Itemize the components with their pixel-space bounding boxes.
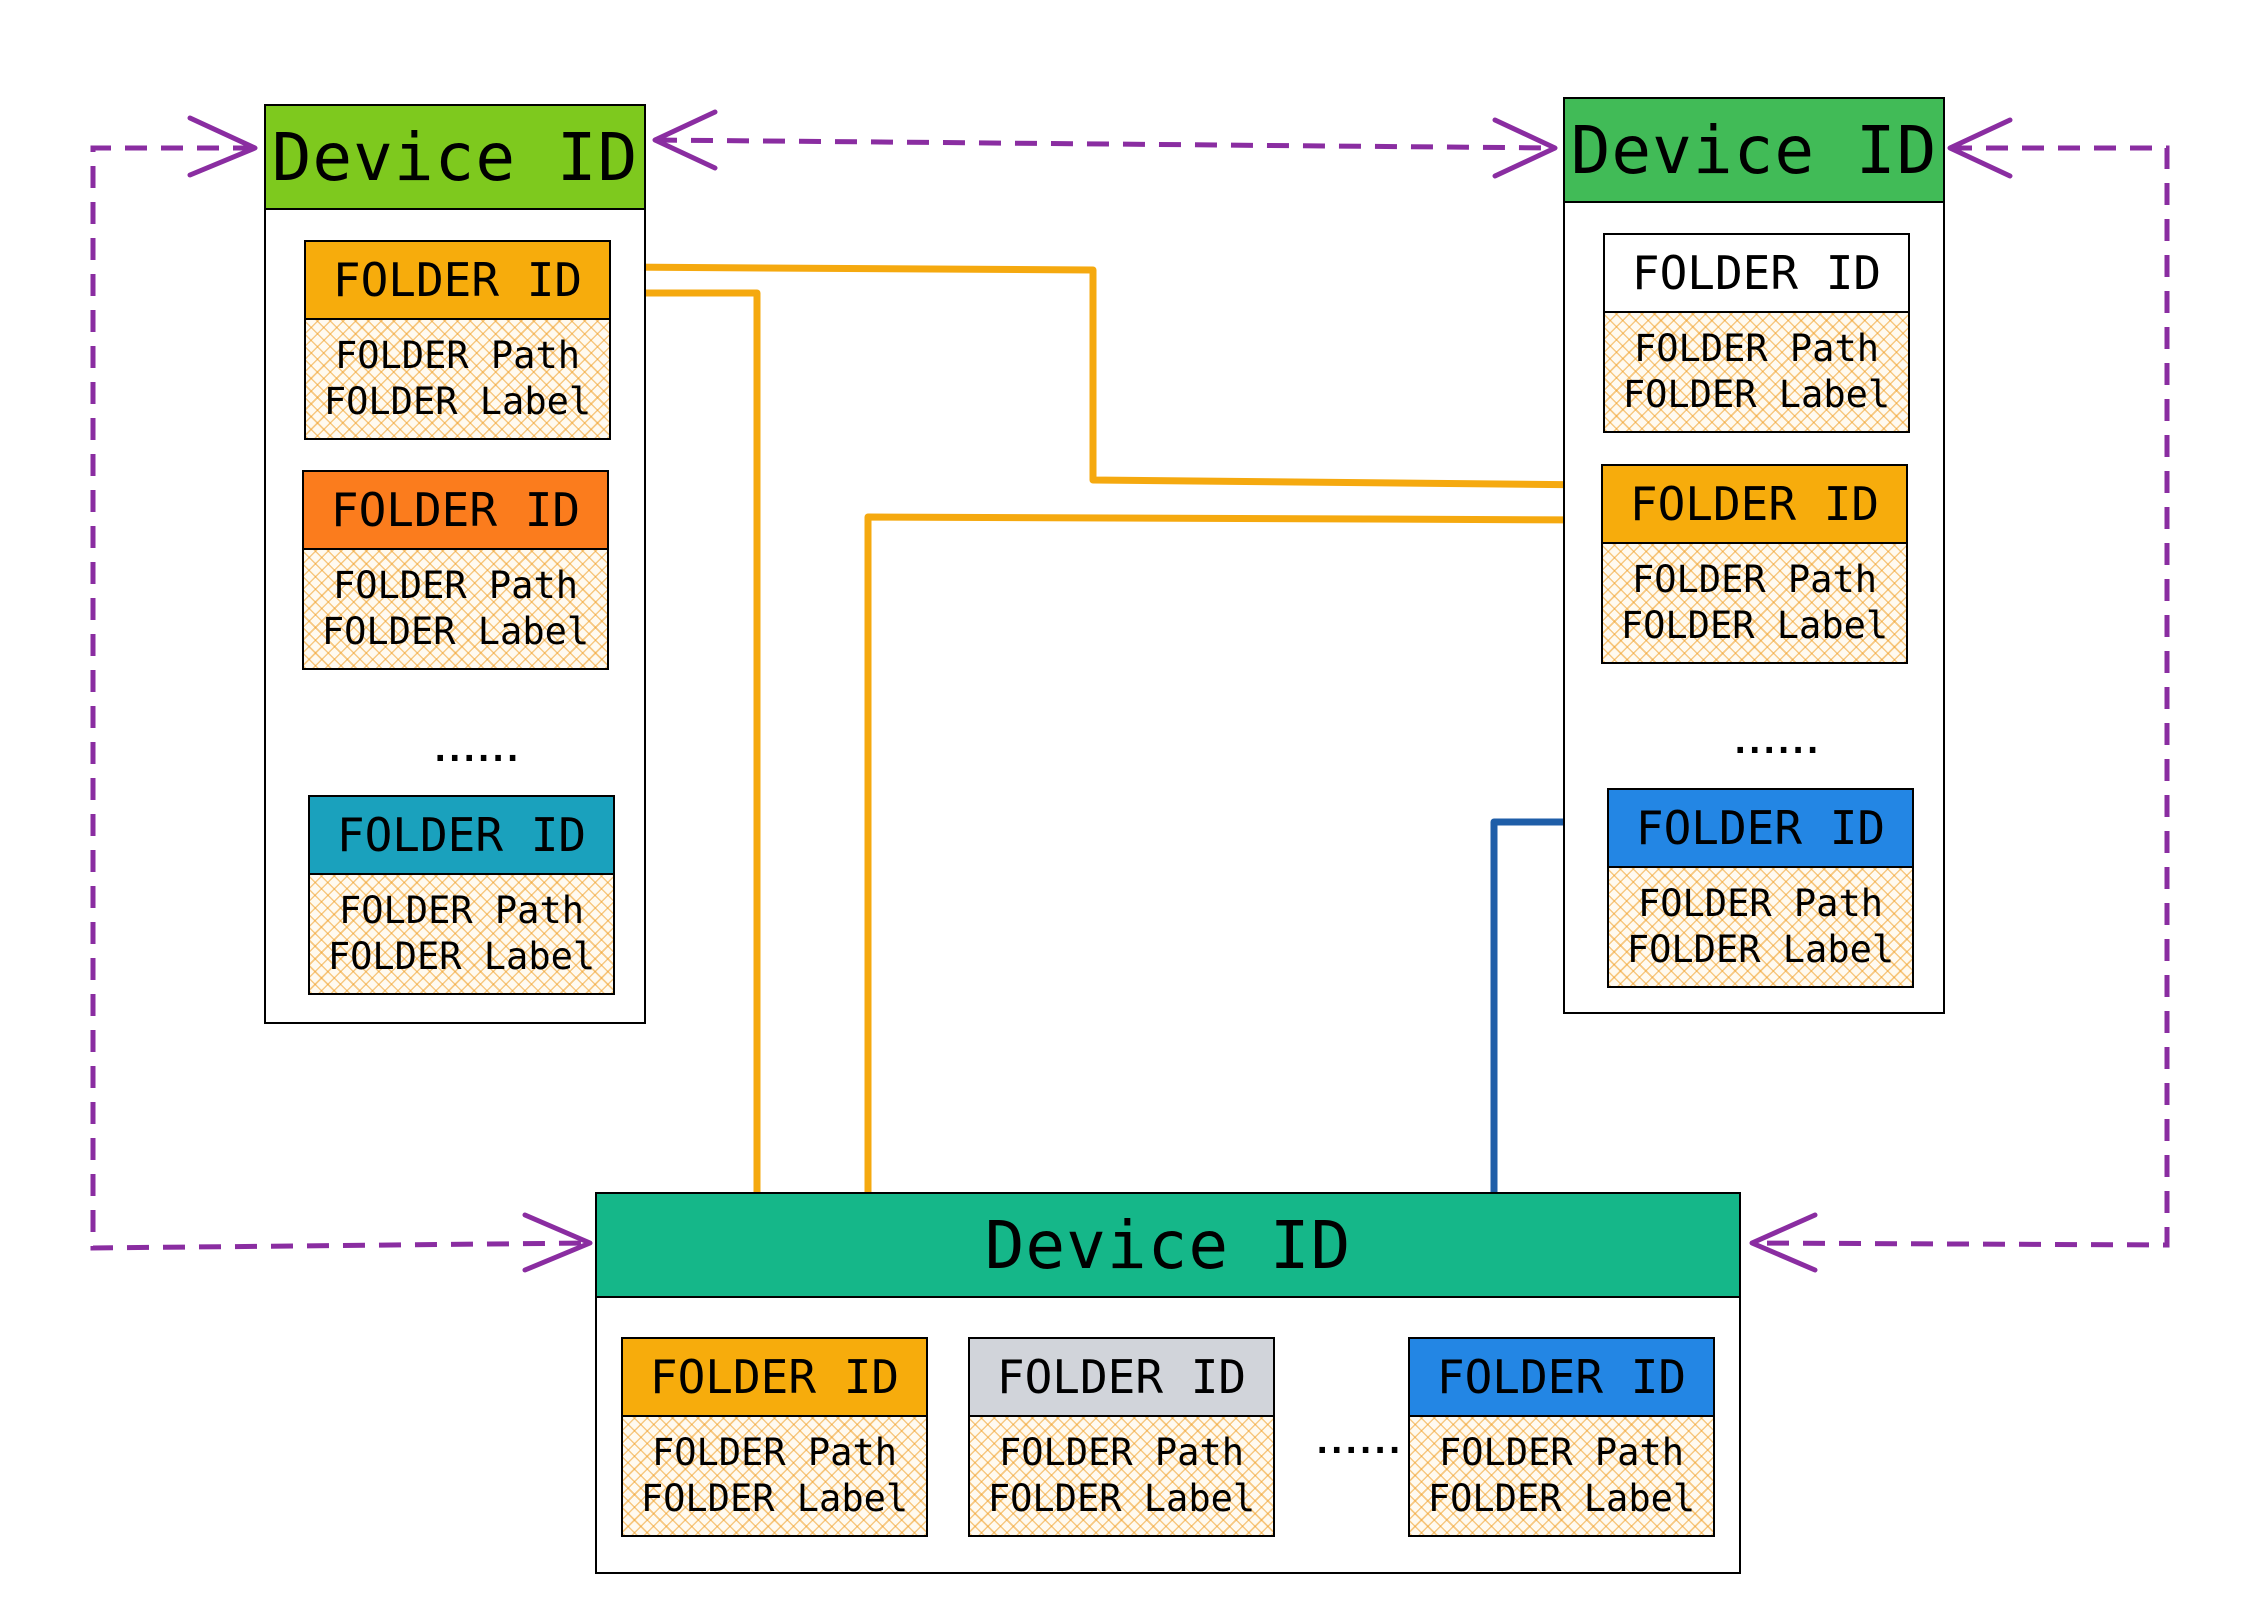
folder-card: FOLDER ID FOLDER Path FOLDER Label xyxy=(304,240,611,440)
folder-id: FOLDER ID xyxy=(302,470,609,550)
folder-card: FOLDER ID FOLDER Path FOLDER Label xyxy=(621,1337,928,1537)
arrowhead-into-bottom-device-right xyxy=(1749,1212,1818,1273)
share-link-right-folder2-to-bottom-folder1 xyxy=(864,513,1601,1335)
folder-card: FOLDER ID FOLDER Path FOLDER Label xyxy=(1408,1337,1715,1537)
folder-path: FOLDER Path xyxy=(998,1431,1245,1474)
more-folders-ellipsis: ...... xyxy=(430,730,523,770)
device-header: Device ID xyxy=(597,1194,1739,1298)
folder-details: FOLDER Path FOLDER Label xyxy=(308,875,615,995)
folder-path: FOLDER Path xyxy=(332,564,579,607)
folder-path: FOLDER Path xyxy=(651,1431,898,1474)
folder-details: FOLDER Path FOLDER Label xyxy=(621,1417,928,1537)
folder-id: FOLDER ID xyxy=(1601,464,1908,544)
device-right: Device ID FOLDER ID FOLDER Path FOLDER L… xyxy=(1563,97,1945,1014)
dashed-link-left-to-right xyxy=(654,137,1556,151)
dashed-link-right-to-bottom xyxy=(1751,145,2170,1248)
share-link-left-folder1-to-bottom-folder1 xyxy=(610,289,761,1335)
device-header: Device ID xyxy=(1565,99,1943,203)
folder-id: FOLDER ID xyxy=(308,795,615,875)
folder-card: FOLDER ID FOLDER Path FOLDER Label xyxy=(1601,464,1908,664)
folder-id: FOLDER ID xyxy=(1408,1337,1715,1417)
device-header: Device ID xyxy=(266,106,644,210)
folder-label: FOLDER Label xyxy=(987,1477,1256,1520)
folder-id: FOLDER ID xyxy=(968,1337,1275,1417)
folder-label: FOLDER Label xyxy=(640,1477,909,1520)
share-link-left-folder1-to-right-folder2 xyxy=(609,263,1601,489)
arrowhead-into-bottom-device-left xyxy=(522,1212,593,1273)
folder-details: FOLDER Path FOLDER Label xyxy=(302,550,609,670)
folder-path: FOLDER Path xyxy=(1633,327,1880,370)
folder-details: FOLDER Path FOLDER Label xyxy=(1601,544,1908,664)
folder-path: FOLDER Path xyxy=(338,889,585,932)
folder-label: FOLDER Label xyxy=(1626,928,1895,971)
arrowhead-into-right-device-left xyxy=(1492,117,1558,179)
device-bottom: Device ID FOLDER ID FOLDER Path FOLDER L… xyxy=(595,1192,1741,1574)
folder-label: FOLDER Label xyxy=(323,380,592,423)
folder-details: FOLDER Path FOLDER Label xyxy=(968,1417,1275,1537)
arrowhead-into-left-device-top xyxy=(187,115,258,178)
folder-label: FOLDER Label xyxy=(1620,604,1889,647)
folder-details: FOLDER Path FOLDER Label xyxy=(1607,868,1914,988)
folder-label: FOLDER Label xyxy=(321,610,590,653)
folder-details: FOLDER Path FOLDER Label xyxy=(1408,1417,1715,1537)
folder-id: FOLDER ID xyxy=(1607,788,1914,868)
folder-details: FOLDER Path FOLDER Label xyxy=(304,320,611,440)
folder-label: FOLDER Label xyxy=(1622,373,1891,416)
folder-card: FOLDER ID FOLDER Path FOLDER Label xyxy=(308,795,615,995)
folder-path: FOLDER Path xyxy=(1438,1431,1685,1474)
more-folders-ellipsis: ...... xyxy=(1730,722,1823,762)
device-left: Device ID FOLDER ID FOLDER Path FOLDER L… xyxy=(264,104,646,1024)
folder-path: FOLDER Path xyxy=(1637,882,1884,925)
folder-card: FOLDER ID FOLDER Path FOLDER Label xyxy=(968,1337,1275,1537)
folder-path: FOLDER Path xyxy=(334,334,581,377)
arrowhead-into-right-device-right xyxy=(1947,117,2013,179)
more-folders-ellipsis: ...... xyxy=(1312,1422,1405,1462)
folder-path: FOLDER Path xyxy=(1631,558,1878,601)
dashed-link-left-to-bottom xyxy=(90,145,591,1251)
arrowhead-into-left-device-right xyxy=(652,109,718,171)
folder-card: FOLDER ID FOLDER Path FOLDER Label xyxy=(1607,788,1914,988)
folder-id: FOLDER ID xyxy=(621,1337,928,1417)
folder-details: FOLDER Path FOLDER Label xyxy=(1603,313,1910,433)
folder-id: FOLDER ID xyxy=(1603,233,1910,313)
folder-card: FOLDER ID FOLDER Path FOLDER Label xyxy=(302,470,609,670)
folder-card: FOLDER ID FOLDER Path FOLDER Label xyxy=(1603,233,1910,433)
folder-label: FOLDER Label xyxy=(327,935,596,978)
folder-id: FOLDER ID xyxy=(304,240,611,320)
folder-label: FOLDER Label xyxy=(1427,1477,1696,1520)
